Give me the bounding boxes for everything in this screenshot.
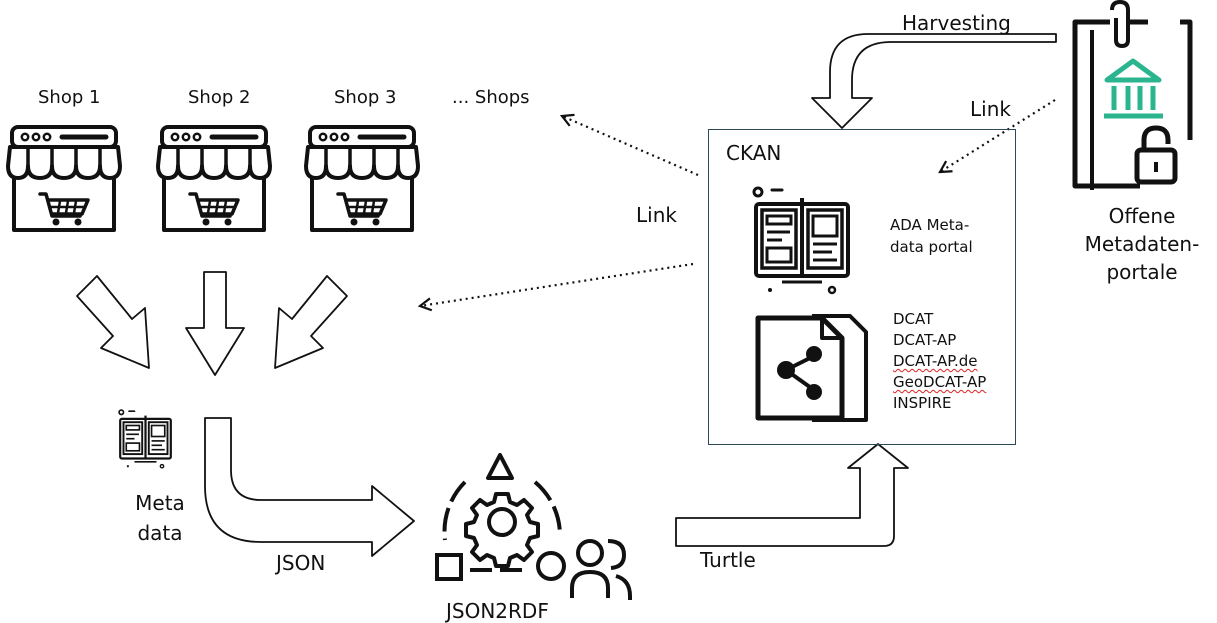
padlock-icon <box>1134 125 1178 185</box>
shop3-down-arrow <box>274 275 348 369</box>
shop-2-label: Shop 2 <box>188 87 251 108</box>
offene-label-line-3: portale <box>1106 260 1178 284</box>
turtle-arrow <box>675 443 909 547</box>
link-arrow-to-more-shops <box>562 116 699 177</box>
format-item: INSPIRE <box>893 394 952 412</box>
ada-portal-label-line-1: ADA Meta- <box>890 216 970 234</box>
link-label-left: Link <box>636 203 677 227</box>
clipboard-icon <box>1072 0 1193 190</box>
metadata-book-icon <box>117 409 172 469</box>
shop-3-icon <box>306 127 418 230</box>
shop-1-icon <box>8 127 120 230</box>
format-item: DCAT-AP.de <box>893 352 978 370</box>
json-label: JSON <box>276 551 326 575</box>
json2rdf-icon <box>435 453 632 600</box>
institution-icon <box>1104 58 1163 119</box>
offene-label-line-2: Metadaten- <box>1084 232 1200 256</box>
more-shops-label: ... Shops <box>452 87 530 108</box>
metadata-label-line-1: Meta <box>135 491 185 515</box>
format-item: DCAT <box>893 310 934 328</box>
format-list: DCAT DCAT-AP DCAT-AP.de GeoDCAT-AP INSPI… <box>893 309 986 414</box>
harvesting-arrow <box>811 33 1057 129</box>
offene-label: Offene Metadaten- portale <box>1078 202 1206 286</box>
shop-3-label: Shop 3 <box>334 87 397 108</box>
ckan-title: CKAN <box>726 141 782 165</box>
document-share-icon <box>755 314 868 422</box>
link-arrow-to-ckan <box>940 99 1056 172</box>
shop-1-label: Shop 1 <box>38 87 101 108</box>
link-label-right: Link <box>970 97 1011 121</box>
metadata-label-line-2: data <box>137 521 183 545</box>
turtle-label: Turtle <box>700 548 756 572</box>
offene-label-line-1: Offene <box>1108 204 1176 228</box>
format-item: DCAT-AP <box>893 331 957 349</box>
metadata-label: Meta data <box>120 488 200 548</box>
ada-portal-label: ADA Meta- data portal <box>890 214 973 258</box>
link-arrow-to-shops <box>420 262 694 306</box>
ckan-box <box>708 129 1016 445</box>
shop1-down-arrow <box>76 275 150 369</box>
users-icon <box>570 539 632 600</box>
gear-icon <box>464 492 540 568</box>
json-arrow <box>204 417 415 557</box>
ada-portal-label-line-2: data portal <box>890 238 973 256</box>
shop-2-icon <box>158 127 270 230</box>
json2rdf-label: JSON2RDF <box>446 599 549 623</box>
harvesting-label: Harvesting <box>902 11 1011 35</box>
shop2-down-arrow <box>185 271 245 376</box>
format-item: GeoDCAT-AP <box>893 373 987 391</box>
